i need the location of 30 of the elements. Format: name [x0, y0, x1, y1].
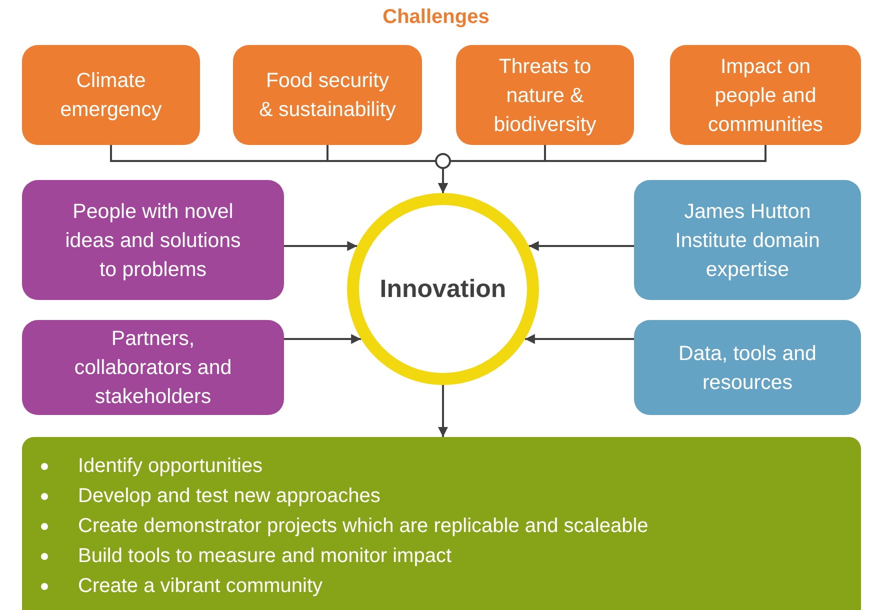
node-label: People with novel ideas and solutions to problems [64, 198, 242, 282]
node-label: Data, tools and resources [678, 340, 818, 396]
challenge-box [670, 45, 861, 145]
outcomes-panel [22, 437, 861, 610]
bullet-item: Create demonstrator projects which are replicable and scaleable [78, 515, 648, 537]
challenge-box [456, 45, 634, 145]
challenge-box [233, 45, 422, 145]
input-box [634, 320, 861, 415]
arrow [528, 241, 634, 251]
input-box [634, 180, 861, 300]
arrow [438, 385, 448, 437]
bullet-item: Develop and test new approaches [78, 485, 380, 507]
bullet-item: Build tools to measure and monitor impact [78, 545, 452, 567]
node-label: Threats to nature & biodiversity [492, 54, 598, 138]
heading: Challenges [382, 6, 490, 29]
input-box [22, 180, 284, 300]
arrow [284, 241, 358, 251]
node-label: Climate emergency [59, 68, 163, 123]
node-label: Innovation [380, 274, 506, 304]
node-label: Impact on people and communities [706, 54, 824, 138]
arrow [524, 334, 634, 344]
node-label: Food security & sustainability [259, 68, 396, 123]
bullet-item: Identify opportunities [78, 455, 263, 477]
node-label: Partners, collaborators and stakeholders [73, 326, 233, 410]
bullet-item: Create a vibrant community [78, 575, 323, 597]
challenge-box [22, 45, 200, 145]
input-box [22, 320, 284, 415]
arrow [284, 334, 362, 344]
arrow [438, 145, 766, 193]
node-label: James Hutton Institute domain expertise [674, 198, 821, 282]
